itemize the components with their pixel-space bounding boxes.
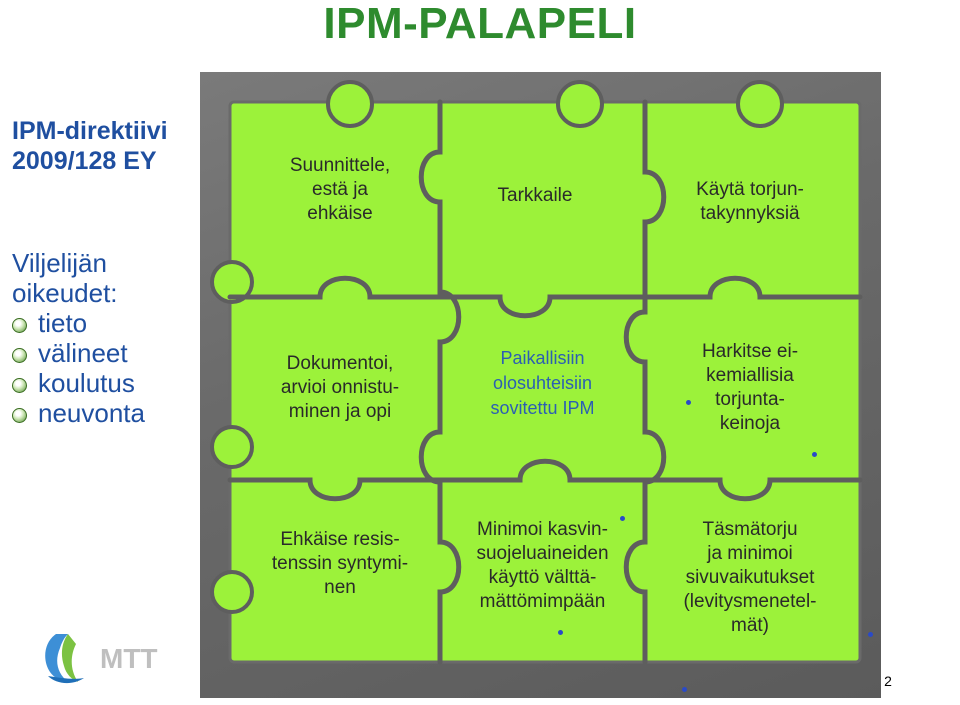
puzzle-seam xyxy=(227,458,863,502)
piece-line: Tarkkaile xyxy=(497,185,573,206)
marker-dot xyxy=(558,630,563,635)
piece-line: keinoja xyxy=(719,413,781,434)
bullet-icon xyxy=(12,378,27,393)
directive-heading: IPM-direktiivi 2009/128 EY xyxy=(12,116,192,176)
piece-line: olosuhteisiin xyxy=(492,373,593,393)
marker-dot xyxy=(682,687,687,692)
piece-line: minen ja opi xyxy=(288,401,392,422)
piece-line: torjunta- xyxy=(715,389,785,410)
list-item: koulutus xyxy=(12,368,202,398)
puzzle-piece-non-chemical: Harkitse ei- kemiallisia torjunta- keino… xyxy=(650,340,850,436)
puzzle-image: Suunnittele, estä ja ehkäise Tarkkaile K… xyxy=(200,72,881,698)
marker-dot xyxy=(812,452,817,457)
rights-heading-line-2: oikeudet: xyxy=(12,278,118,308)
marker-dot xyxy=(686,400,691,405)
bullet-icon xyxy=(12,348,27,363)
rights-item-label: neuvonta xyxy=(38,398,145,428)
mtt-logo-icon: MTT xyxy=(45,634,158,684)
puzzle-knob xyxy=(736,80,784,128)
puzzle-board xyxy=(228,100,862,664)
piece-line: tenssin syntymi- xyxy=(271,553,409,574)
piece-line: Harkitse ei- xyxy=(701,341,799,362)
piece-line: mättömimpään xyxy=(479,591,606,612)
puzzle-seam xyxy=(418,99,462,665)
puzzle-knob xyxy=(326,80,374,128)
rights-heading-line-1: Viljelijän xyxy=(12,248,107,278)
piece-line: Paikallisiin xyxy=(500,348,585,368)
puzzle-piece-side-effects: Täsmätorju ja minimoi sivuvaikutukset (l… xyxy=(645,518,855,638)
piece-line: ja minimoi xyxy=(707,543,793,564)
piece-line: Ehkäise resis- xyxy=(280,529,400,550)
piece-line: suojeluaineiden xyxy=(476,543,609,564)
bullet-icon xyxy=(12,408,27,423)
puzzle-pieces xyxy=(210,80,863,665)
list-item: neuvonta xyxy=(12,398,202,428)
puzzle-piece-local-ipm: Paikallisiin olosuhteisiin sovitettu IPM xyxy=(440,346,645,421)
rights-list: tieto välineet koulutus neuvonta xyxy=(12,308,202,428)
puzzle-piece-document: Dokumentoi, arvioi onnistu- minen ja opi xyxy=(240,352,440,424)
puzzle-piece-thresholds: Käytä torjun- takynnyksiä xyxy=(650,178,850,226)
piece-line: Suunnittele, xyxy=(289,155,391,176)
marker-dot xyxy=(620,516,625,521)
piece-line: käyttö välttä- xyxy=(488,567,597,588)
piece-line: Käytä torjun- xyxy=(696,179,804,200)
slide-title: IPM-PALAPELI xyxy=(323,0,637,48)
piece-line: kemiallisia xyxy=(706,365,794,386)
logo-text: MTT xyxy=(100,643,158,674)
puzzle-piece-plan: Suunnittele, estä ja ehkäise xyxy=(240,154,440,226)
directive-line-2: 2009/128 EY xyxy=(12,147,157,175)
farmer-rights: Viljelijän oikeudet: tieto välineet koul… xyxy=(12,248,202,428)
directive-line-1: IPM-direktiivi xyxy=(12,117,168,145)
marker-dot xyxy=(868,632,873,637)
piece-line: arvioi onnistu- xyxy=(280,377,400,398)
piece-line: Minimoi kasvin- xyxy=(477,519,608,540)
piece-line: (levitysmenetel- xyxy=(683,591,817,612)
puzzle-knob xyxy=(210,570,254,614)
puzzle-knob xyxy=(210,260,254,304)
rights-item-label: koulutus xyxy=(38,368,135,398)
puzzle-piece-minimize-use: Minimoi kasvin- suojeluaineiden käyttö v… xyxy=(440,518,645,614)
rights-item-label: välineet xyxy=(38,338,128,368)
bullet-icon xyxy=(12,318,27,333)
piece-line: takynnyksiä xyxy=(700,203,800,224)
puzzle-knob xyxy=(556,80,604,128)
piece-line: Dokumentoi, xyxy=(286,353,394,374)
piece-line: nen xyxy=(324,577,356,598)
puzzle-seam xyxy=(623,99,667,665)
puzzle-piece-resistance: Ehkäise resis- tenssin syntymi- nen xyxy=(240,528,440,600)
list-item: tieto xyxy=(12,308,202,338)
puzzle-knob xyxy=(210,425,254,469)
rights-item-label: tieto xyxy=(38,308,88,338)
piece-line: mät) xyxy=(731,615,769,636)
piece-line: Täsmätorju xyxy=(702,519,798,540)
piece-line: sivuvaikutukset xyxy=(685,567,815,588)
piece-line: sovitettu IPM xyxy=(490,398,595,418)
piece-line: estä ja xyxy=(312,179,368,200)
page-number: 2 xyxy=(884,673,892,689)
mtt-logo: MTT xyxy=(38,628,188,688)
puzzle-piece-monitor: Tarkkaile xyxy=(440,184,630,208)
list-item: välineet xyxy=(12,338,202,368)
puzzle-seam xyxy=(227,275,863,319)
piece-line: ehkäise xyxy=(307,203,373,224)
